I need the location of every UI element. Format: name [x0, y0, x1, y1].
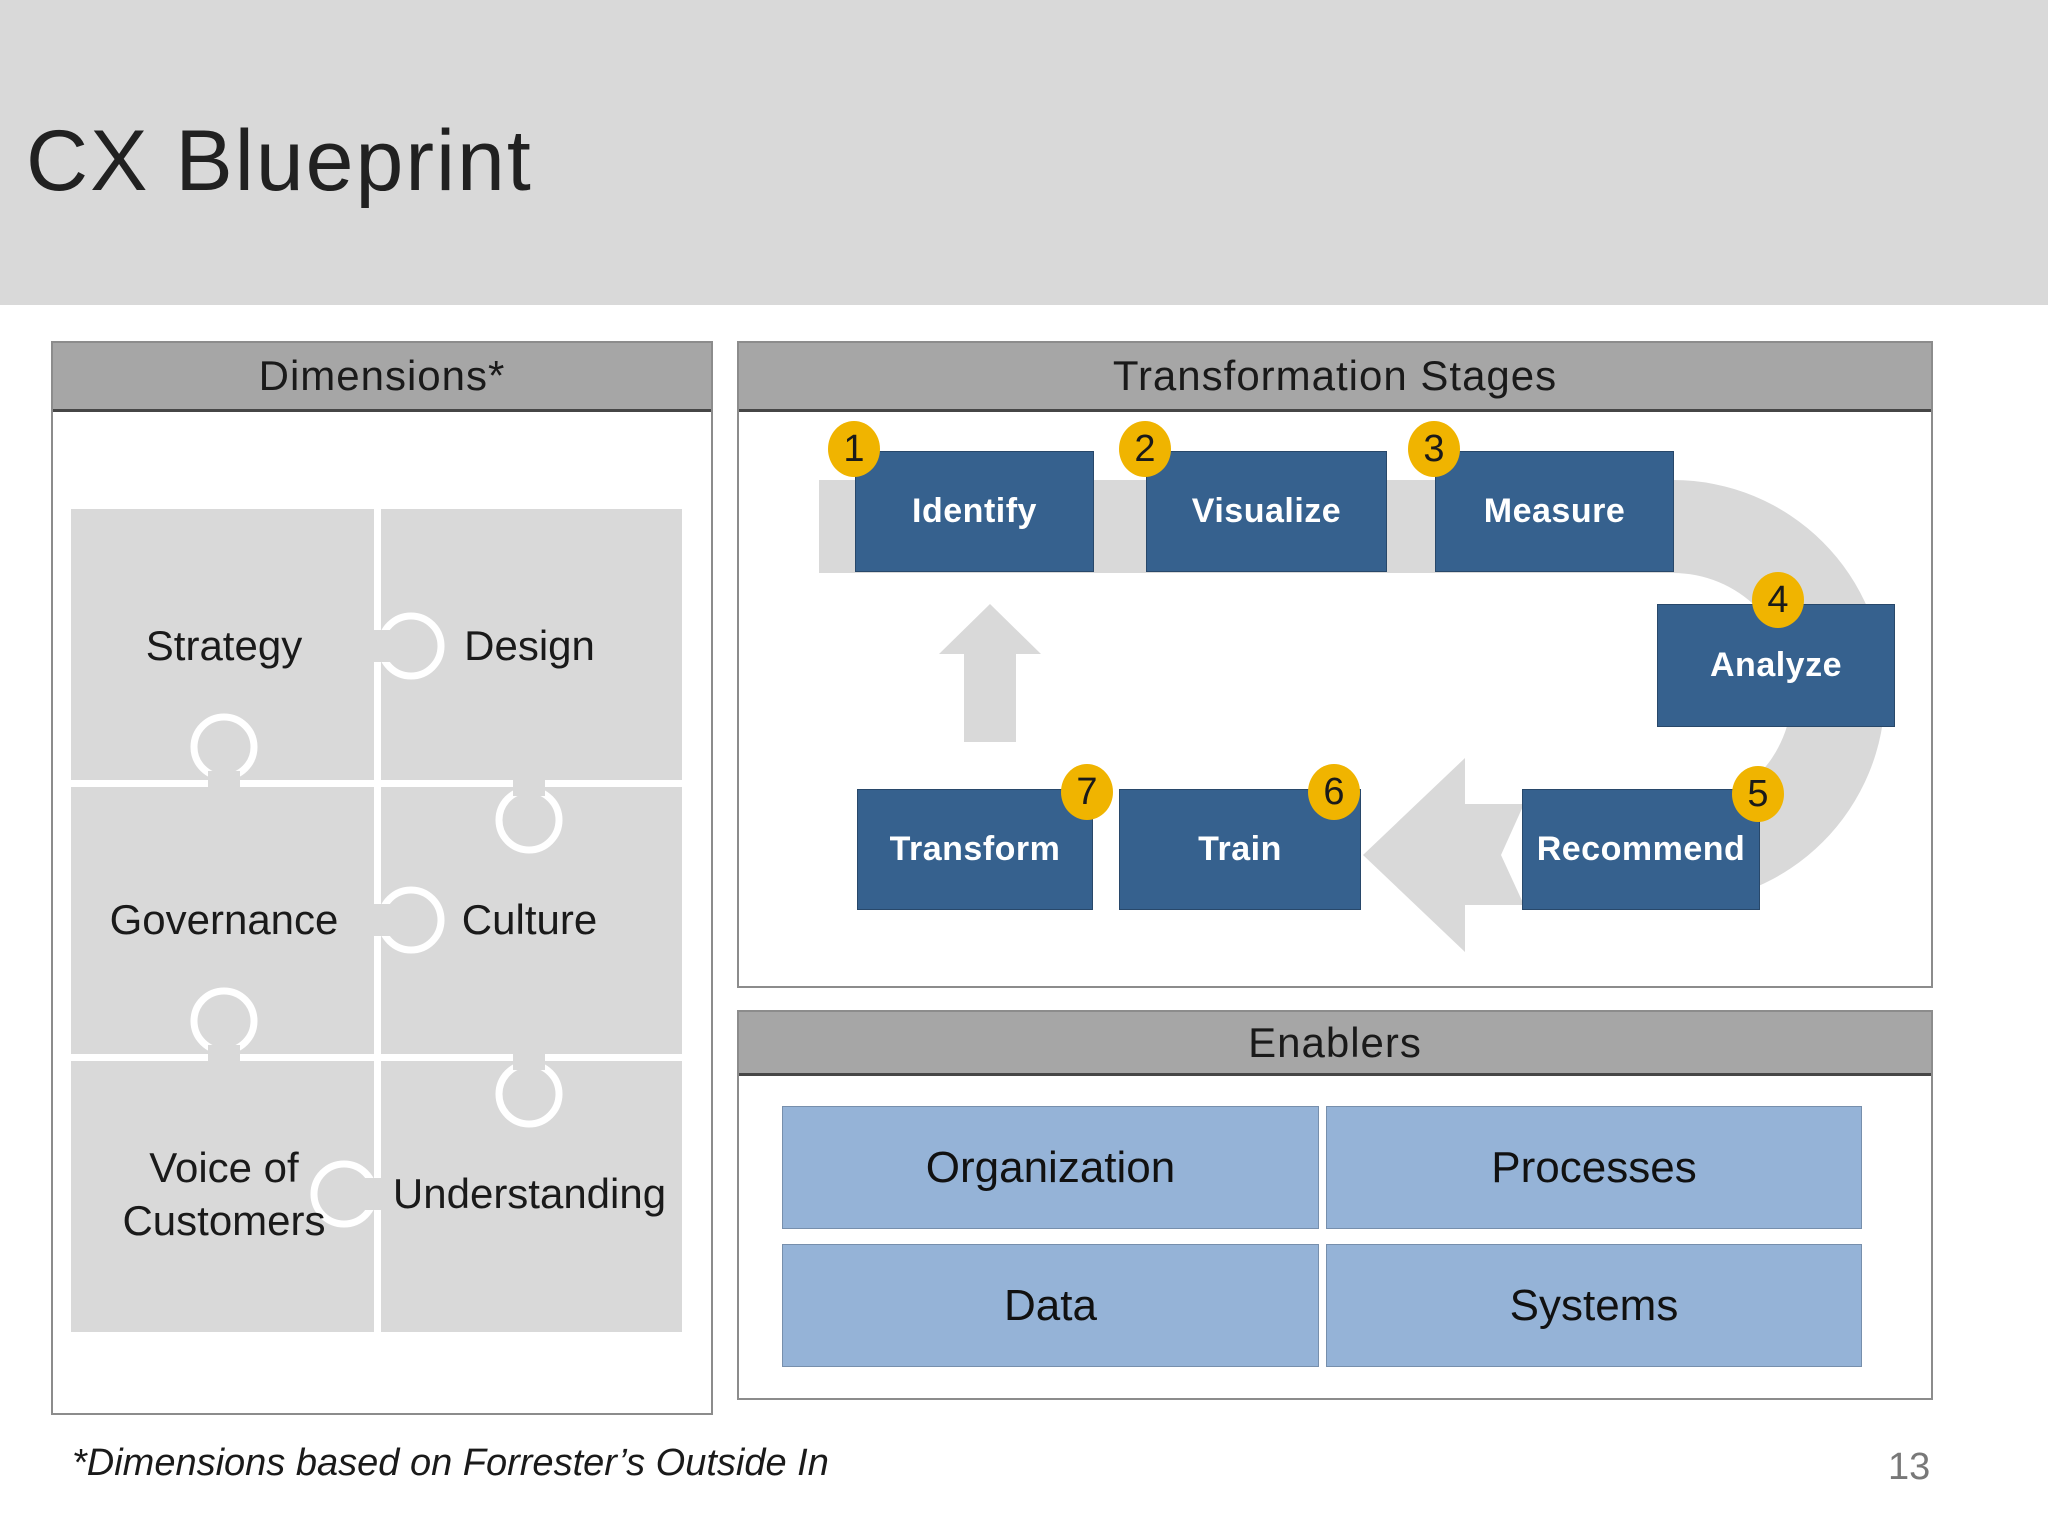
puzzle-grid [71, 509, 682, 1332]
stage-label-visualize: Visualize [1191, 492, 1342, 530]
puzzle-divider-horizontal-1 [71, 780, 682, 787]
stage-box-identify: Identify [855, 451, 1094, 572]
enabler-organization: Organization [782, 1106, 1319, 1229]
stage-label-identify: Identify [912, 492, 1037, 530]
cycle-arc [1673, 480, 1885, 904]
puzzle-knob-neck [371, 904, 391, 936]
stage-box-recommend: Recommend [1522, 789, 1760, 910]
puzzle-piece-governance: Governance [109, 895, 339, 943]
stage-label-transform: Transform [889, 830, 1061, 868]
enabler-processes: Processes [1326, 1106, 1862, 1229]
up-arrow-icon [939, 604, 1041, 742]
puzzle-knob-neck [371, 630, 391, 662]
left-arrow-icon [1363, 758, 1524, 952]
stage-badge-5: 5 [1732, 766, 1784, 822]
puzzle-piece-strategy: Strategy [145, 621, 303, 669]
enablers-panel-header: Enablers [739, 1012, 1931, 1076]
stage-label-recommend: Recommend [1536, 830, 1746, 868]
stage-label-analyze: Analyze [1710, 646, 1842, 684]
puzzle-piece-understanding: Understanding [392, 1170, 667, 1218]
slide-title: CX Blueprint [26, 113, 533, 209]
stage-box-measure: Measure [1435, 451, 1674, 572]
stage-badge-7: 7 [1061, 764, 1113, 820]
stage-box-transform: Transform [857, 789, 1093, 910]
puzzle-piece-design: Design [464, 621, 595, 669]
title-band: CX Blueprint [0, 0, 2048, 305]
footnote: *Dimensions based on Forrester’s Outside… [72, 1442, 829, 1484]
puzzle-piece-culture: Culture [461, 895, 598, 943]
stage-box-visualize: Visualize [1146, 451, 1387, 572]
stage-badge-6: 6 [1308, 764, 1360, 820]
dimensions-panel-header: Dimensions* [53, 343, 711, 412]
transformation-stages-panel: Transformation Stages Identify Visualize… [737, 341, 1933, 988]
stage-badge-2: 2 [1119, 421, 1171, 477]
puzzle-knob-neck [364, 1178, 384, 1210]
stage-label-train: Train [1198, 830, 1282, 868]
dimensions-panel: Dimensions* Strategy Design Governance [51, 341, 713, 1415]
enabler-systems: Systems [1326, 1244, 1862, 1367]
stage-box-analyze: Analyze [1657, 604, 1895, 727]
stage-badge-3: 3 [1408, 421, 1460, 477]
page-number: 13 [1888, 1446, 1931, 1488]
puzzle-knob-neck [208, 771, 240, 793]
stage-badge-1: 1 [828, 421, 880, 477]
puzzle-knob-neck [513, 1048, 545, 1070]
puzzle-knob-neck [513, 774, 545, 796]
puzzle-piece-voice-of-customers: Voice of Customers [122, 1144, 326, 1244]
enablers-panel: Enablers Organization Processes Data Sys… [737, 1010, 1933, 1400]
puzzle-divider-horizontal-2 [71, 1054, 682, 1061]
puzzle-knob-neck [208, 1045, 240, 1067]
stage-badge-4: 4 [1752, 572, 1804, 628]
enabler-data: Data [782, 1244, 1319, 1367]
stage-label-measure: Measure [1483, 492, 1626, 530]
transformation-stages-header: Transformation Stages [739, 343, 1931, 412]
